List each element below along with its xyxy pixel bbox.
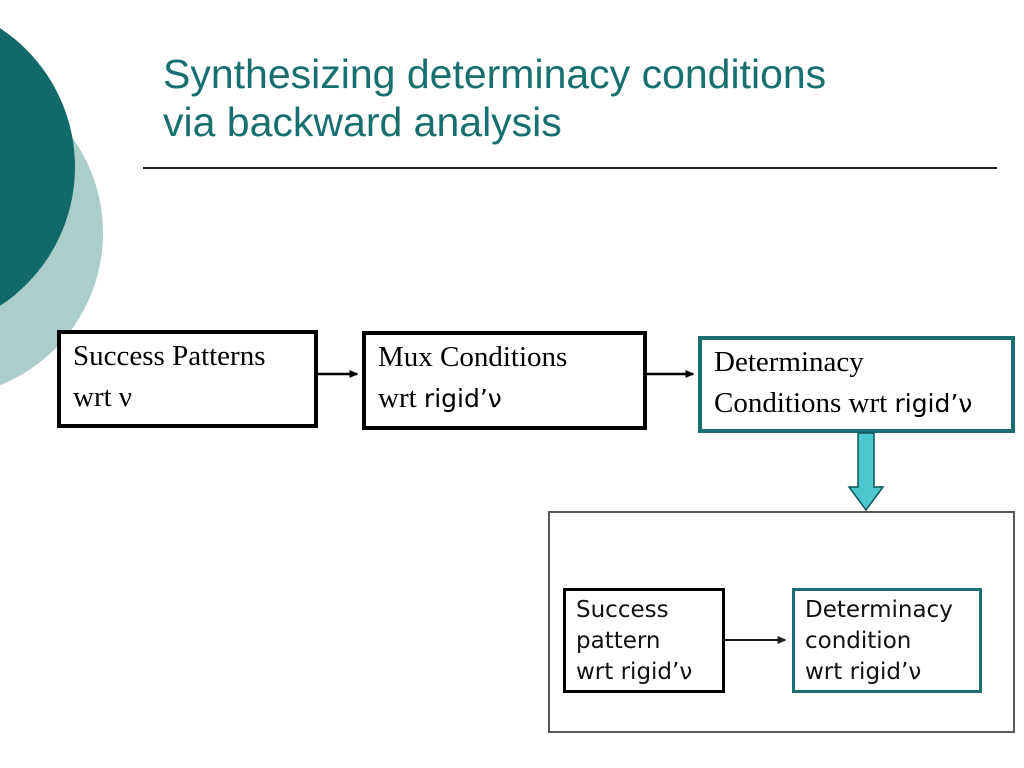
title-underline-rule [143, 167, 997, 169]
wrt-label: wrt [378, 382, 424, 414]
detail-box-determinacy-condition: Determinacy condition wrt rigid’ν [792, 588, 982, 693]
detail-line: Determinacy [805, 597, 953, 623]
detail-line: Success [576, 597, 669, 623]
block-arrow-down [847, 432, 885, 512]
flow-box-label: Mux Conditions [378, 341, 568, 373]
flow-box-label: Success Patterns [73, 340, 266, 372]
wrt-label: wrt [73, 381, 119, 413]
flow-box-sublabel: wrt ν [73, 377, 314, 418]
flow-box-sublabel: Conditions wrt rigid’ν [714, 383, 1011, 424]
detail-line: pattern [576, 628, 661, 654]
nu-symbol: ν [118, 381, 133, 413]
rigid-nu-symbol: rigid’ν [423, 384, 502, 413]
rigid-nu-symbol: rigid’ν [894, 389, 973, 418]
detail-box-success-pattern: Success pattern wrt rigid’ν [563, 588, 725, 693]
detail-line: condition [805, 628, 912, 654]
detail-line: wrt rigid’ν [805, 659, 922, 685]
slide-title-line1: Synthesizing determinacy conditions [163, 51, 827, 97]
flow-box-determinacy-conditions: Determinacy Conditions wrt rigid’ν [698, 336, 1015, 433]
slide-title-line2: via backward analysis [163, 99, 562, 145]
detail-line: wrt rigid’ν [576, 659, 693, 685]
flow-box-mux-conditions: Mux Conditions wrt rigid’ν [362, 331, 647, 430]
flow-box-label: Determinacy [714, 346, 864, 378]
flow-box-success-patterns: Success Patterns wrt ν [57, 330, 318, 428]
flow-box-sublabel: wrt rigid’ν [378, 378, 643, 419]
conditions-wrt-label: Conditions wrt [714, 387, 895, 419]
